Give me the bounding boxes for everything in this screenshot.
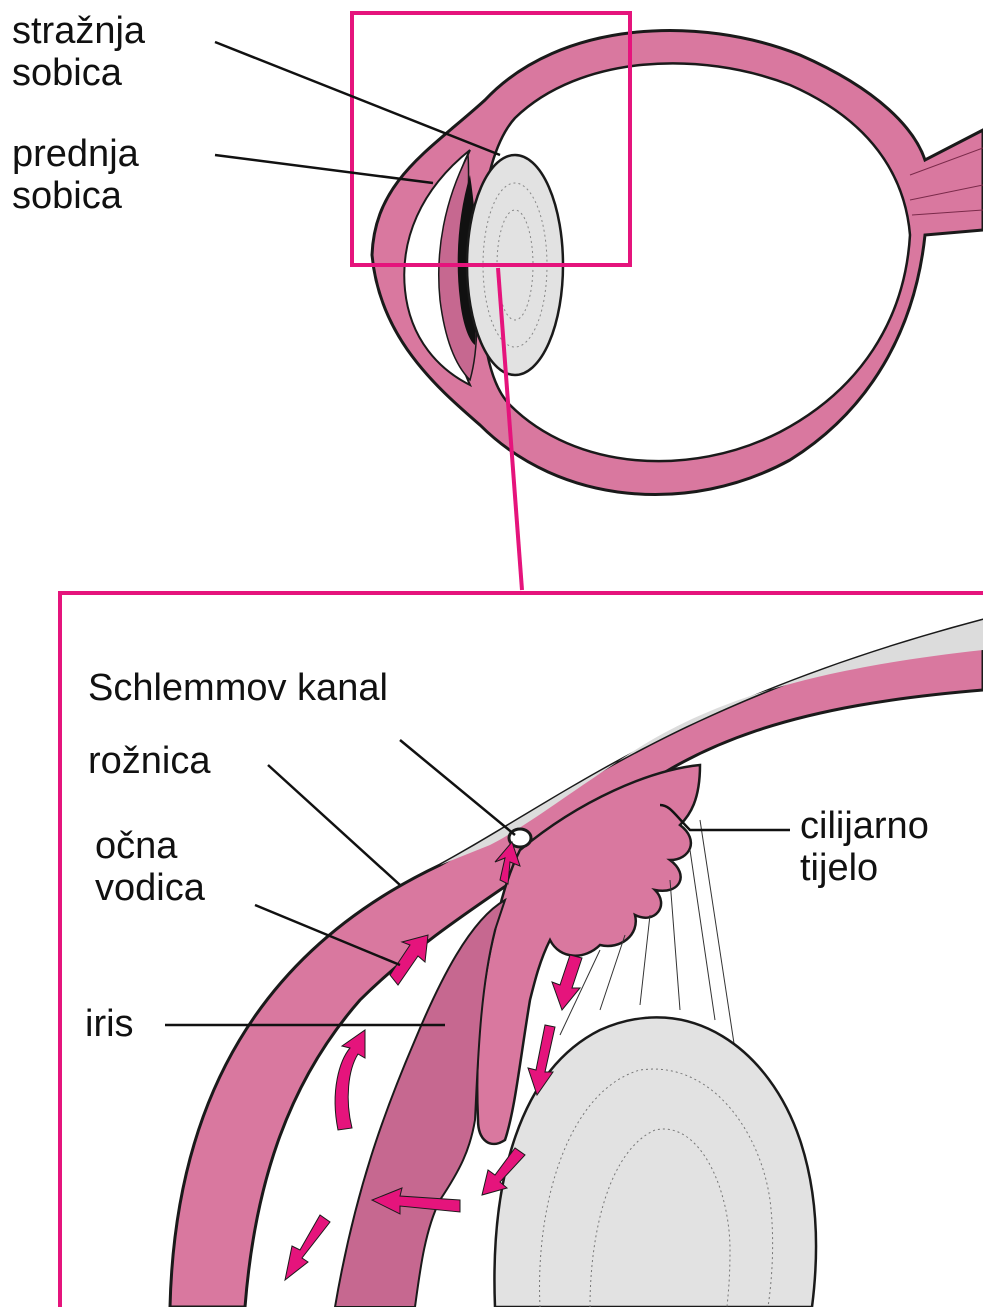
label-ciliary-body: cilijarno tijelo [800,805,929,889]
label-aqueous-humor: očna vodica [95,825,205,909]
arrow-up-2 [335,1030,365,1130]
label-iris-text: iris [85,1003,134,1045]
leader-cornea [268,765,400,885]
label-posterior-chamber: stražnja sobica [12,10,145,94]
label-posterior-chamber-line2: sobica [12,52,145,94]
label-anterior-chamber: prednja sobica [12,133,139,217]
leader-schlemm [400,740,515,835]
label-aqueous-humor-line1: očna [95,825,205,867]
label-posterior-chamber-line1: stražnja [12,10,145,52]
label-schlemm-canal-text: Schlemmov kanal [88,667,388,709]
label-iris: iris [85,1003,134,1045]
leader-posterior-chamber [215,42,500,155]
label-aqueous-humor-line2: vodica [95,867,205,909]
eyeball-diagram [352,13,983,590]
label-ciliary-body-line2: tijelo [800,847,929,889]
leader-anterior-chamber [215,155,433,183]
label-schlemm-canal: Schlemmov kanal [88,667,388,709]
arrow-down-1 [552,955,582,1010]
label-cornea: rožnica [88,740,211,782]
label-ciliary-body-line1: cilijarno [800,805,929,847]
label-anterior-chamber-line1: prednja [12,133,139,175]
label-cornea-text: rožnica [88,740,211,782]
label-anterior-chamber-line2: sobica [12,175,139,217]
arrow-down-left [285,1215,330,1280]
